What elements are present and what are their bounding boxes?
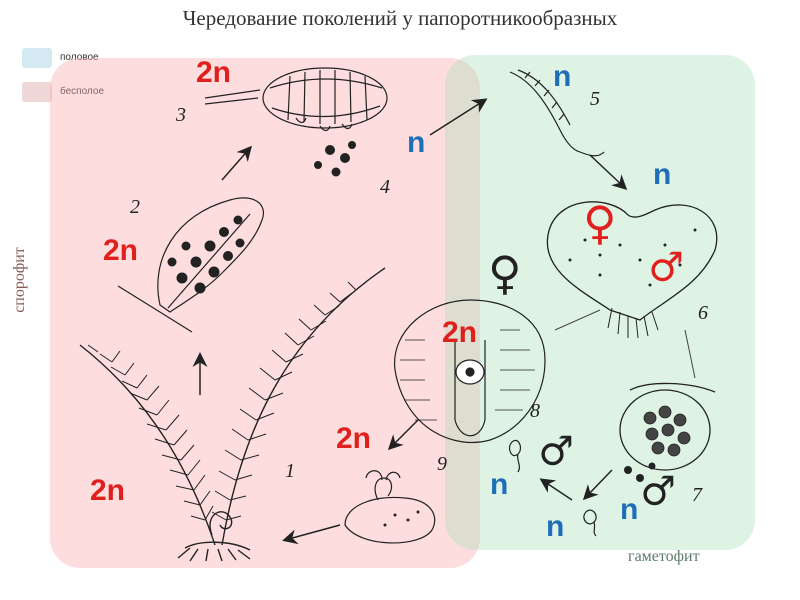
arrow-8-to-9 bbox=[387, 419, 419, 451]
arrow-5-to-6 bbox=[589, 154, 628, 191]
cycle-arrows bbox=[192, 98, 628, 545]
stage-number-1: 1 bbox=[285, 460, 295, 482]
ploidy-label-spores: n bbox=[407, 126, 426, 159]
ploidy-label-sporangium: 2n bbox=[196, 56, 232, 89]
stage-number-8: 8 bbox=[530, 400, 540, 422]
protonema-illustration bbox=[509, 69, 605, 157]
antheridium-illustration bbox=[619, 382, 716, 482]
ploidy-label-protonema: n bbox=[553, 60, 572, 93]
pinna-with-sori-illustration bbox=[117, 197, 264, 333]
ploidy-label-prothallus: n bbox=[653, 158, 672, 191]
stage-number-2: 2 bbox=[130, 196, 140, 218]
spermatozoid-illustration bbox=[583, 509, 597, 537]
arrow-7-to-sperm bbox=[582, 469, 613, 501]
stage-number-3: 3 bbox=[176, 104, 186, 126]
arrow-sperm-to-8 bbox=[539, 478, 573, 501]
ploidy-label-pinna: 2n bbox=[103, 234, 139, 267]
ploidy-label-young-sporophyte: 2n bbox=[336, 422, 372, 455]
stage-number-6: 6 bbox=[698, 302, 708, 324]
stage-number-7: 7 bbox=[692, 484, 702, 506]
legend-swatch-asexual bbox=[22, 82, 52, 102]
ploidy-label-spermatozoid: n bbox=[546, 510, 565, 543]
ploidy-label-antheridium: n bbox=[620, 493, 639, 526]
prothallus-illustration bbox=[546, 201, 718, 339]
arrow-2-to-3 bbox=[221, 145, 252, 181]
sporangium-illustration bbox=[204, 67, 388, 132]
young-sporophyte-illustration bbox=[344, 470, 436, 544]
male-symbol-antheridium: ♂ bbox=[640, 469, 676, 515]
ploidy-label-zygote: 2n bbox=[442, 316, 478, 349]
legend-label-asexual: бесполое bbox=[60, 86, 105, 97]
ploidy-label-fertilization: n bbox=[490, 468, 509, 501]
stage-number-5: 5 bbox=[590, 88, 600, 110]
female-symbol-prothallus: ♀ bbox=[583, 196, 617, 250]
ploidy-label-adult-fern: 2n bbox=[90, 474, 126, 507]
female-symbol-archegonium: ♀ bbox=[488, 246, 522, 300]
sporophyte-zone bbox=[50, 58, 480, 568]
legend-label-sexual: половое bbox=[60, 52, 99, 63]
legend-swatch-sexual bbox=[22, 48, 52, 68]
stage-number-4: 4 bbox=[380, 176, 390, 198]
male-symbol-prothallus: ♂ bbox=[648, 245, 684, 291]
stage-number-9: 9 bbox=[437, 453, 447, 475]
spores-illustration bbox=[314, 141, 356, 177]
arrow-4-to-5 bbox=[429, 98, 488, 136]
male-symbol-fertilization: ♂ bbox=[538, 429, 574, 475]
gametophyte-label: гаметофит bbox=[628, 548, 700, 565]
archegonium-illustration bbox=[394, 299, 546, 473]
page-title: Чередование поколений у папоротникообраз… bbox=[182, 6, 618, 30]
adult-fern-illustration bbox=[79, 267, 386, 562]
arrow-9-to-1 bbox=[282, 524, 341, 545]
